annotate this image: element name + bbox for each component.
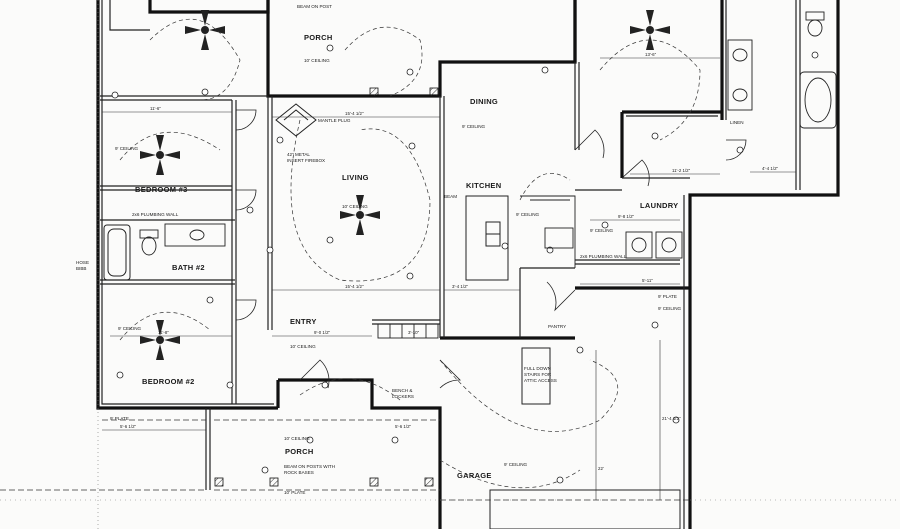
note-plate-porch: 10' PLATE [284,490,305,495]
dim-label: 5'-6 1/2" [120,424,137,429]
room-label-entry: ENTRY [290,317,317,326]
note-plumbing-wall-2: 2x6 PLUMBING WALL [580,254,627,259]
room-label-garage: GARAGE [457,471,492,480]
dim-label: 9'-0 1/2" [314,330,331,335]
room-label-bath2: BATH #2 [172,263,205,272]
note-garage-ceiling: 9' CEILING [504,462,528,467]
dimension-lines [102,57,796,500]
note-beam: BEAM [444,194,457,199]
note-fireplace-line1: 42" METAL [287,152,310,157]
door-swings [235,109,747,389]
note-ceiling-right: 9' CEILING [658,306,682,311]
note-kitchen-ceiling: 9' CEILING [516,212,540,217]
note-attic-line2: STAIRS FOR [524,372,552,377]
note-plumbing-wall-1: 2x6 PLUMBING WALL [132,212,179,217]
dim-label: 5'-11" [642,278,653,283]
vanity-sink-icon [164,223,226,247]
kitchen-island-icon [465,195,509,281]
attic-stair-icon [521,347,551,405]
bench-lockers-icon [377,323,439,339]
room-label-laundry: LAUNDRY [640,201,679,210]
dim-label: 3'-4 1/2" [452,284,469,289]
bathtub-icon [103,224,131,281]
interior-wall-lines [100,0,801,529]
electrical-circuit-arcs [119,18,701,489]
note-attic-line1: FULL DOWN [524,366,551,371]
note-beam-posts-line2: ROCK BASES [284,470,314,475]
ceiling-fan-icon [140,320,180,360]
note-beam-posts-line1: BEAM ON POSTS WITH [284,464,335,469]
note-bench-line1: BENCH & [392,388,412,393]
room-label-kitchen: KITCHEN [466,181,501,190]
ceiling-fan-icon [630,10,670,50]
room-label-dining: DINING [470,97,498,106]
note-hose-bibb-2: BIBB [76,266,86,271]
room-label-porch-top: PORCH [304,33,333,42]
room-label-living: LIVING [342,173,369,182]
dim-label: 11'-6" [150,106,161,111]
porch-posts [214,87,439,487]
note-entry-ceiling: 10' CEILING [290,344,316,349]
note-plate-left: 9' PLATE [110,416,129,421]
dim-label: 3'-10" [408,330,420,335]
note-laundry-ceiling: 9' CEILING [590,228,614,233]
kitchen-counter-icon [520,195,576,268]
dim-label: 11'-8" [158,330,169,335]
electrical-symbols [111,44,819,484]
dim-label: 13'-6" [645,52,657,57]
toilet-icon [139,229,159,256]
plate-lines [0,419,690,529]
master-sinks-icon [727,39,753,111]
dim-label: 5'-6 1/2" [395,424,412,429]
note-mantle-plug: MANTLE PLUG [318,118,351,123]
note-bench-line2: LOCKERS [392,394,414,399]
room-label-linen: LINEN [730,120,744,125]
ceiling-fan-icon [140,135,180,175]
dim-label: 11'-2 1/2" [672,168,691,173]
dim-label: 22' [598,466,604,471]
dim-label: 15'-4 1/2" [345,284,364,289]
note-beam-on-post: BEAM ON POST [297,4,332,9]
note-bed3-ceiling: 9' CEILING [115,146,139,151]
garage-door [489,489,681,529]
ceiling-fan-icon [340,195,380,235]
room-label-bedroom2: BEDROOM #2 [142,377,195,386]
washer-dryer-icon [625,231,683,259]
note-dining-ceiling: 9' CEILING [462,124,486,129]
room-label-porch-bottom: PORCH [285,447,314,456]
dim-label: 4'-4 1/2" [762,166,779,171]
range-icon [544,227,574,249]
dim-label: 15'-4 1/2" [345,111,364,116]
fireplace-icon [275,103,317,137]
room-label-pantry: PANTRY [548,324,566,329]
ceiling-fan-icon [185,10,225,50]
note-hose-bibb-1: HOSE [76,260,89,265]
dim-label: 21'-4 1/2" [662,416,681,421]
dim-label: 9'-8 1/2" [618,214,635,219]
note-bed2-ceiling: 9' CEILING [118,326,142,331]
room-label-bedroom3: BEDROOM #3 [135,185,188,194]
note-porch2-ceiling: 10' CEILING [284,436,310,441]
note-living-ceiling: 10' CEILING [342,204,368,209]
note-fireplace-line2: INSERT FIREBOX [287,158,325,163]
exterior-walls [96,0,840,529]
master-toilet-icon [805,11,825,37]
note-porch-ceiling: 10' CEILING [304,58,330,63]
master-tub-icon [799,71,837,129]
note-attic-line3: ATTIC ACCESS [524,378,557,383]
note-plate-right: 9' PLATE [658,294,677,299]
